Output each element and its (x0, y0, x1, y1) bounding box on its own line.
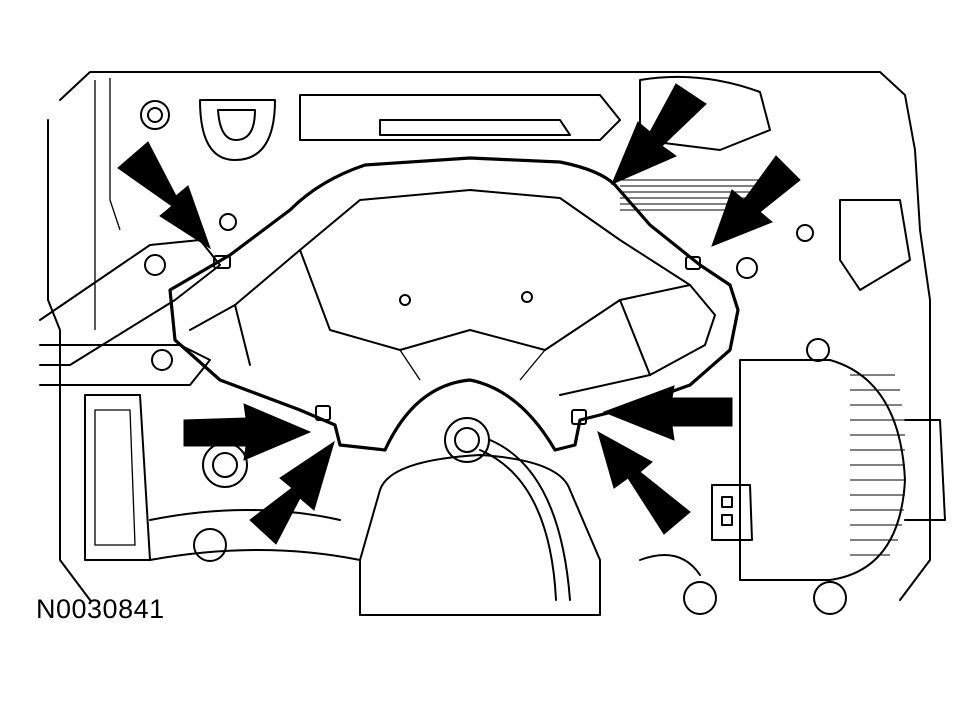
upper-right-clip (685, 256, 701, 270)
alternator (683, 257, 946, 615)
figure-id-label: N0030841 (36, 594, 165, 624)
heat-shield (168, 156, 740, 452)
upper-right-arrow-icon (711, 155, 801, 247)
engine-background (39, 71, 946, 616)
lower-left-clip (315, 405, 331, 421)
lower-right-clip (571, 409, 587, 425)
callout-arrows (117, 83, 801, 545)
upper-left-arrow-icon (117, 141, 211, 250)
middle-right-arrow-icon (602, 385, 733, 441)
lower-left-arrow-icon (249, 440, 335, 545)
upper-left-clip (213, 255, 231, 269)
middle-left-arrow-icon (183, 403, 312, 461)
upper-center-arrow-icon (611, 83, 707, 185)
lower-right-arrow-icon (597, 430, 691, 535)
